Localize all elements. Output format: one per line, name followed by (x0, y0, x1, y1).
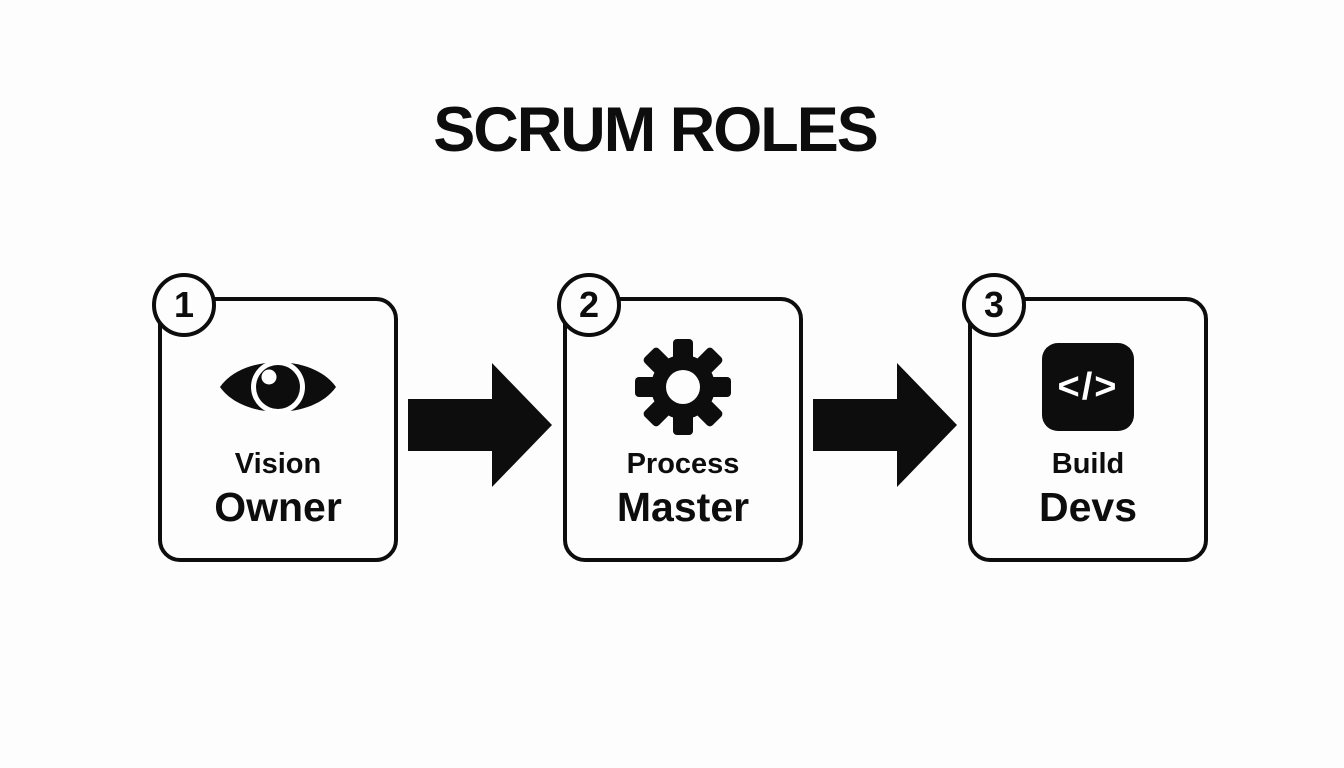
gear-icon (563, 339, 803, 435)
step-label-top: Build (1051, 448, 1125, 480)
eye-icon (158, 339, 398, 435)
step-card-process-master: 2 Process Master (557, 273, 803, 562)
card-outline (158, 297, 398, 562)
step-label-bottom: Devs (1038, 484, 1137, 530)
card-outline (968, 297, 1208, 562)
step-card-vision-owner: 1 Vision Owner (152, 273, 398, 562)
code-chip: </> (1042, 343, 1134, 431)
step-number-badge: 3 (962, 273, 1026, 337)
arrow-right-icon (408, 363, 552, 487)
step-number: 1 (173, 284, 195, 325)
step-number: 3 (983, 284, 1005, 325)
arrow-right-icon (813, 363, 957, 487)
step-label-bottom: Owner (214, 484, 342, 530)
step-card-build-devs: 3 </> Build Devs (962, 273, 1208, 562)
page-title: SCRUM ROLES (433, 95, 879, 165)
code-icon: </> (968, 339, 1208, 435)
card-outline (563, 297, 803, 562)
code-glyph: </> (1057, 365, 1119, 408)
step-number: 2 (578, 284, 600, 325)
step-label-top: Process (626, 448, 740, 480)
step-label-bottom: Master (616, 484, 750, 530)
step-number-badge: 1 (152, 273, 216, 337)
step-number-badge: 2 (557, 273, 621, 337)
step-label-top: Vision (234, 448, 322, 480)
